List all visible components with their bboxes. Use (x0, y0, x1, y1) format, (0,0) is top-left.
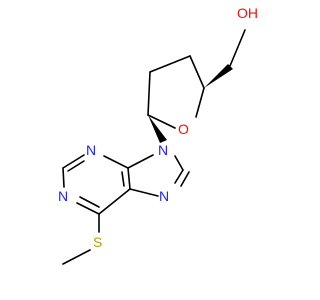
bond-c8-n7 (174, 169, 184, 184)
bond-c8-n7-double (180, 171, 190, 187)
atom-ring-o: O (178, 121, 189, 137)
bond-c2-c1 (147, 71, 151, 116)
atom-n1: N (58, 188, 68, 204)
bond-c4-c5-double (121, 171, 125, 187)
bond-c6-c5 (98, 188, 131, 215)
bond-c4-n3 (103, 155, 129, 169)
bond-n9-c8 (174, 155, 184, 171)
atom-oh: OH (237, 5, 258, 21)
molecule-structure: OH O N N N N S (58, 5, 258, 265)
bond-n1-c6-double (79, 196, 100, 208)
bond-n3-c2 (62, 154, 85, 169)
bond-ch2-oh (229, 29, 246, 67)
wedge-c1-n9 (148, 115, 167, 143)
atom-n9: N (158, 142, 168, 158)
atom-n3: N (86, 142, 96, 158)
wedge-c4-ch2 (204, 64, 233, 88)
bond-c4-c3 (189, 55, 205, 89)
atom-s: S (93, 234, 102, 250)
bond-c3-c2 (149, 55, 191, 73)
atom-n7: N (159, 188, 169, 204)
bond-n3-c2-double (67, 160, 85, 172)
bond-n1-c6 (76, 202, 100, 215)
bond-n7-c5 (129, 188, 159, 197)
bond-s-ch3 (62, 249, 91, 265)
bond-c2-n1 (62, 167, 65, 188)
bond-c4-c5 (127, 167, 131, 190)
bond-n9-c4 (127, 154, 154, 169)
bond-o-c4 (195, 87, 205, 118)
bonds (62, 29, 246, 265)
bond-c1-o (147, 114, 176, 129)
atom-labels: OH O N N N N S (58, 5, 258, 250)
